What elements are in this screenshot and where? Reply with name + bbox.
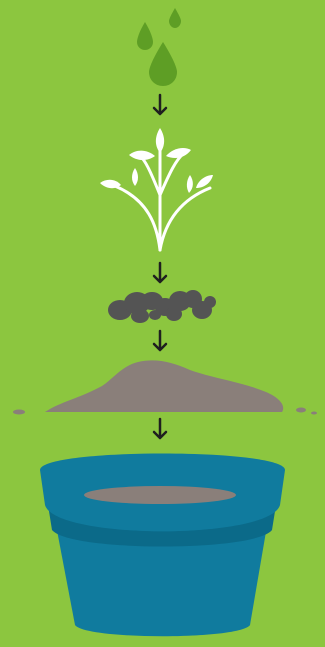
flower-pot-icon (40, 454, 285, 637)
